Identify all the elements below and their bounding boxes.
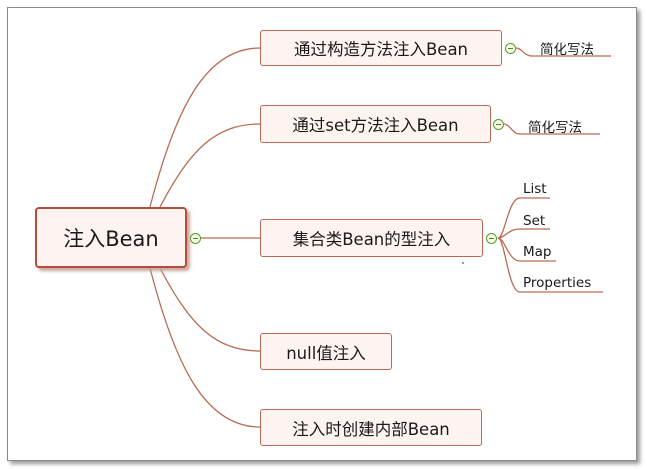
branch-node-null[interactable]: null值注入 bbox=[260, 333, 392, 370]
connector-root-to-branch-1 bbox=[149, 47, 261, 208]
root-node[interactable]: 注入Bean bbox=[35, 207, 187, 268]
connector-root-to-branch-5 bbox=[149, 267, 261, 428]
branch-node-constructor[interactable]: 通过构造方法注入Bean bbox=[260, 30, 502, 66]
connector-branch-3-to-leaf-set bbox=[497, 228, 550, 239]
leaf-properties[interactable]: Properties bbox=[523, 275, 592, 291]
leaf-map[interactable]: Map bbox=[523, 244, 552, 260]
leaf-simplified-syntax[interactable]: 简化写法 bbox=[528, 120, 582, 136]
branch-node-setter[interactable]: 通过set方法注入Bean bbox=[260, 105, 491, 143]
leaf-simplified-syntax[interactable]: 简化写法 bbox=[540, 42, 594, 58]
connector-branch-1-to-leaf bbox=[515, 47, 611, 57]
leaf-set[interactable]: Set bbox=[523, 213, 546, 229]
collapse-toggle-icon[interactable] bbox=[493, 119, 504, 130]
connector-root-to-branch-2 bbox=[159, 123, 261, 208]
connector-branch-2-to-leaf bbox=[503, 123, 600, 135]
connector-branch-3-to-leaf-properties bbox=[497, 237, 603, 293]
collapse-toggle-icon[interactable] bbox=[190, 233, 201, 244]
branch-node-collection[interactable]: 集合类Bean的型注入 bbox=[260, 219, 483, 257]
connector-root-to-branch-4 bbox=[159, 267, 261, 352]
collapse-toggle-icon[interactable] bbox=[486, 233, 497, 244]
leaf-list[interactable]: List bbox=[523, 181, 547, 197]
connector-branch-3-to-leaf-list bbox=[497, 197, 550, 239]
collapse-toggle-icon[interactable] bbox=[505, 43, 516, 54]
branch-node-inner-bean[interactable]: 注入时创建内部Bean bbox=[260, 409, 482, 446]
